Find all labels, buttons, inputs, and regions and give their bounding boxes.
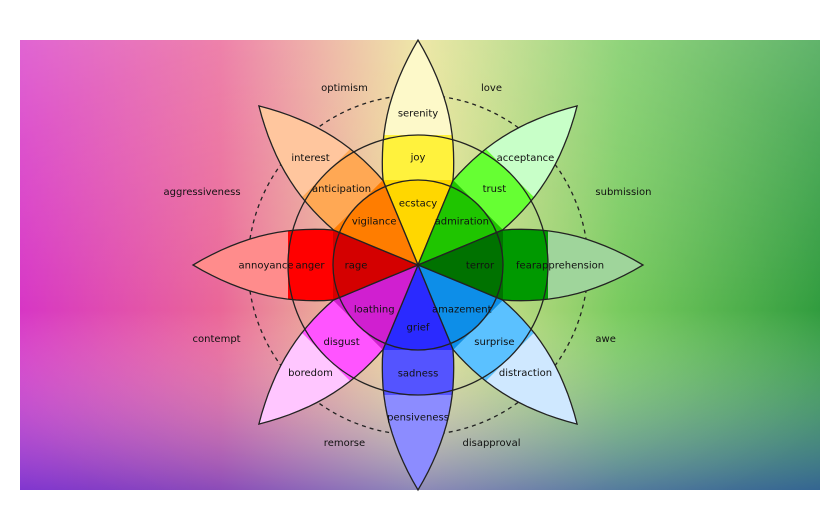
petal-outer-trust [485,105,578,198]
dyad-awe: awe [595,334,615,345]
petal-outline-anticipation [257,104,420,267]
petal-middle-surprise [453,300,535,382]
petal-fear [416,228,645,302]
label-middle-sadness: sadness [398,369,439,380]
petal-middle-disgust [301,300,383,382]
label-inner-trust: admiration [435,217,489,228]
petal-anger [191,228,420,302]
dyad-aggressiveness: aggressiveness [164,187,241,198]
label-inner-disgust: loathing [354,304,395,315]
label-outer-anticipation: interest [291,153,329,164]
label-outer-surprise: distraction [499,368,552,379]
label-middle-fear: fear [516,261,537,272]
label-inner-sadness: grief [407,323,430,334]
label-outer-sadness: pensiveness [387,413,449,424]
label-outer-anger: annoyance [239,261,294,272]
label-middle-anger: anger [295,261,325,272]
petal-middle-sadness [382,350,454,395]
label-outer-fear: apprehension [536,261,604,272]
label-inner-anger: rage [345,261,368,272]
petal-inner-anticipation [333,180,418,265]
label-middle-disgust: disgust [324,337,360,348]
petal-middle-anticipation [301,148,383,230]
label-outer-joy: serenity [398,109,438,120]
petal-inner-joy [382,180,454,265]
dyad-love: love [481,83,502,94]
petal-middle-joy [382,135,454,180]
middle-ring [287,134,549,396]
petal-inner-sadness [382,265,454,350]
petal-middle-trust [453,148,535,230]
petal-middle-anger [288,229,333,301]
labels-layer: ecstacy joy serenity admiration trust accepta… [164,83,652,449]
label-middle-trust: trust [483,184,507,195]
petal-inner-anger [333,229,418,301]
petal-middle-fear [503,229,548,301]
petal-inner-trust [418,180,503,265]
petal-outer-anger [193,230,288,300]
petal-outer-joy [383,40,453,135]
petal-inner-disgust [333,265,418,350]
petal-inner-fear [418,229,503,301]
petal-outer-surprise [485,332,578,425]
petal-inner-surprise [418,265,503,350]
petal-outer-sadness [383,395,453,490]
label-inner-fear: terror [466,261,495,272]
label-inner-surprise: amazement [432,304,492,315]
dyad-contempt: contempt [193,334,241,345]
label-inner-joy: ecstacy [399,199,437,210]
label-middle-joy: joy [410,153,426,164]
petal-disgust [257,263,420,426]
label-inner-anticipation: vigilance [352,217,397,228]
dyad-submission: submission [595,187,651,198]
label-outer-disgust: boredom [288,368,333,379]
petal-surprise [416,263,579,426]
dyad-optimism: optimism [321,83,368,94]
petal-outer-fear [548,230,643,300]
dyad-disapproval: disapproval [463,438,521,449]
inner-ring [332,179,504,351]
petal-outer-anticipation [258,105,351,198]
petal-outer-disgust [258,332,351,425]
label-middle-anticipation: anticipation [312,184,371,195]
dyad-remorse: remorse [324,438,365,449]
label-middle-surprise: surprise [474,337,514,348]
petals-layer [191,38,645,492]
petal-anticipation [257,104,420,267]
label-outer-trust: acceptance [497,153,555,164]
